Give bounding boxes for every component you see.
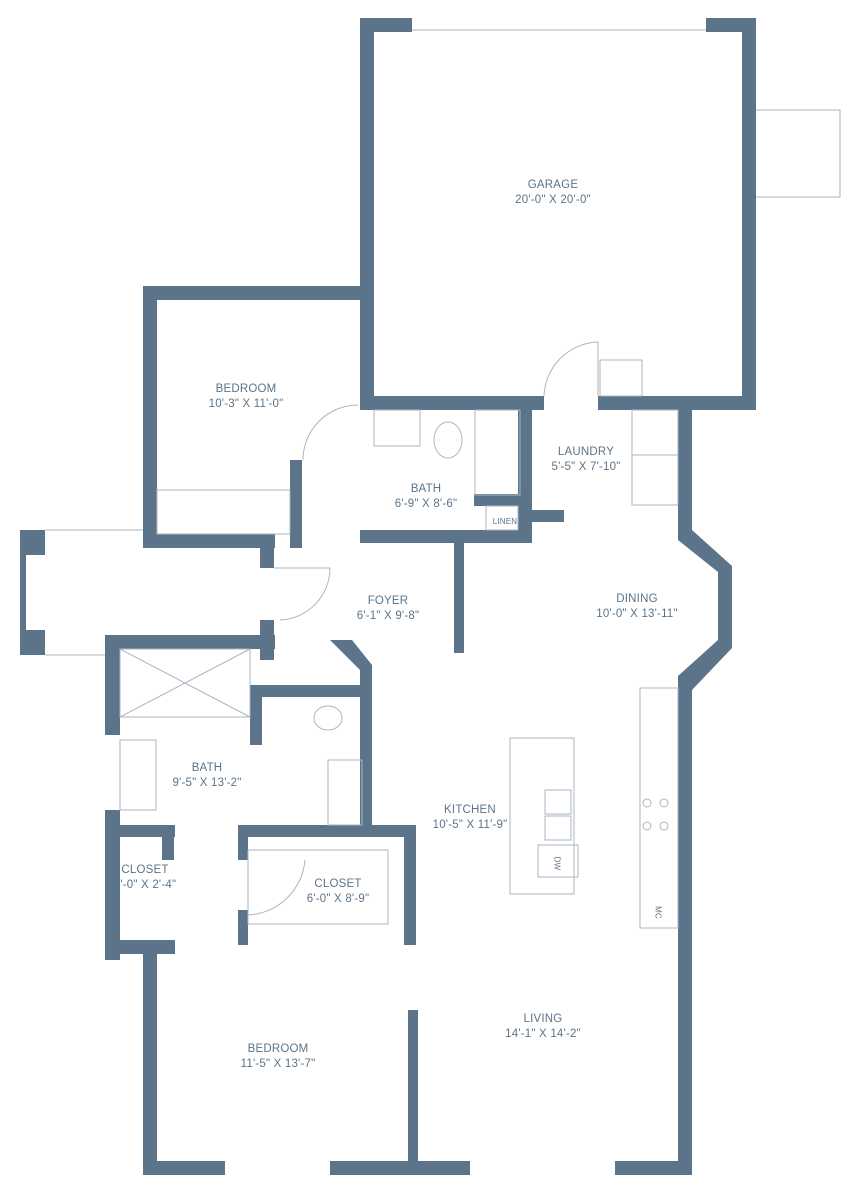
room-size: 20'-0" X 20'-0" (515, 194, 591, 206)
room-label-bath-2: BATH 9'-5" X 13'-2" (172, 761, 241, 791)
room-name: BATH (410, 483, 442, 495)
room-label-bedroom-2: BEDROOM 11'-5" X 13'-7" (241, 1042, 316, 1072)
room-size: 6'-1" X 9'-8" (356, 610, 420, 622)
room-size: 10'-0" X 13'-11" (596, 608, 678, 620)
room-label-garage: GARAGE 20'-0" X 20'-0" (515, 178, 591, 208)
room-label-laundry: LAUNDRY 5'-5" X 7'-10" (551, 445, 620, 475)
room-size: 11'-5" X 13'-7" (240, 1058, 316, 1070)
room-label-linen: LINEN (493, 514, 518, 529)
room-name: LINEN (492, 517, 518, 526)
room-label-bath-1: BATH 6'-9" X 8'-6" (395, 482, 457, 512)
room-label-kitchen: KITCHEN 10'-5" X 11'-9" (433, 803, 508, 833)
room-name: BEDROOM (247, 1043, 309, 1055)
fixtures (45, 29, 841, 929)
room-name: BEDROOM (215, 383, 277, 395)
walls (20, 18, 756, 1175)
room-label-living: LIVING 14'-1" X 14'-2" (505, 1012, 581, 1042)
room-label-closet-walkin: CLOSET 6'-0" X 8'-9" (307, 877, 369, 907)
microwave-label: MC (653, 906, 663, 919)
dishwasher-label: DW (552, 856, 562, 871)
room-label-dining: DINING 10'-0" X 13'-11" (596, 592, 677, 622)
room-size: 9'-5" X 13'-2" (172, 777, 242, 789)
room-size: 10'-5" X 11'-9" (432, 819, 508, 831)
room-name: GARAGE (527, 179, 579, 191)
room-name: CLOSET (121, 864, 169, 876)
room-name: CLOSET (314, 878, 362, 890)
room-size: 5'-5" X 7'-10" (551, 461, 621, 473)
room-size: 14'-1" X 14'-2" (505, 1028, 581, 1040)
room-name: FOYER (367, 595, 409, 607)
room-name: BATH (191, 762, 223, 774)
room-label-closet-small: CLOSET 6'-0" X 2'-4" (114, 863, 176, 893)
room-name: DINING (616, 593, 658, 605)
room-name: LIVING (523, 1013, 563, 1025)
room-name: LAUNDRY (557, 446, 615, 458)
room-size: 6'-9" X 8'-6" (394, 498, 458, 510)
room-label-foyer: FOYER 6'-1" X 9'-8" (357, 594, 419, 624)
room-size: 10'-3" X 11'-0" (208, 398, 284, 410)
room-label-bedroom-1: BEDROOM 10'-3" X 11'-0" (209, 382, 284, 412)
room-size: 6'-0" X 2'-4" (113, 879, 177, 891)
room-size: 6'-0" X 8'-9" (306, 893, 370, 905)
room-name: KITCHEN (444, 804, 496, 816)
